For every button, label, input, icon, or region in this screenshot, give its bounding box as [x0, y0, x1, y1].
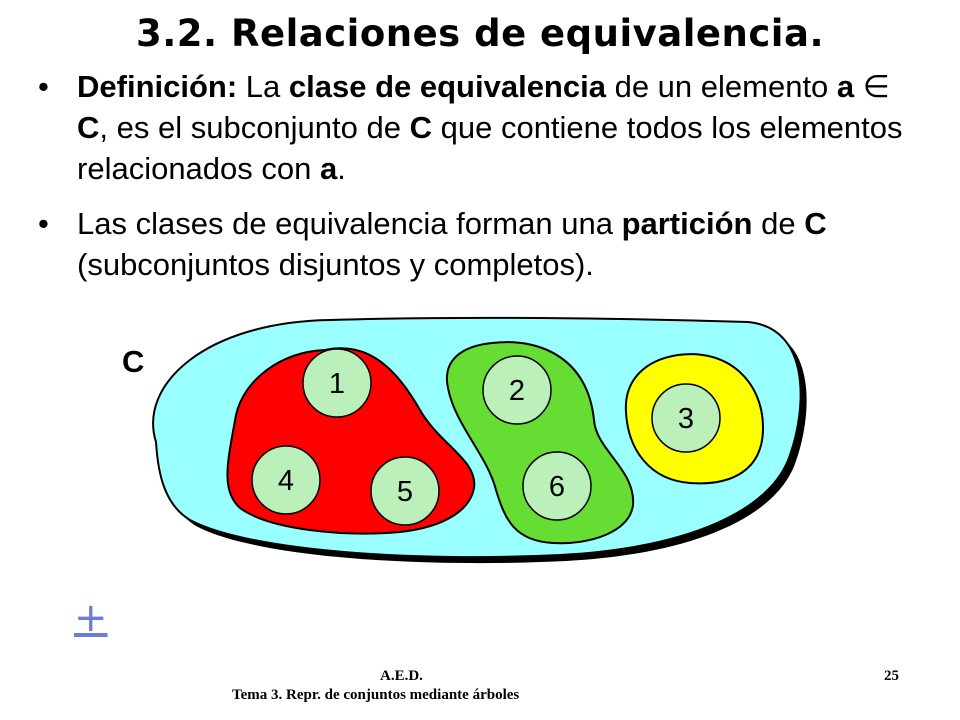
- text-segment: que contiene todos los elementos relacio…: [77, 110, 903, 186]
- text-segment: ∈: [854, 69, 890, 104]
- text-segment: C: [804, 206, 827, 241]
- bullet-list: • Definición: La clase de equivalencia d…: [32, 66, 912, 299]
- text-segment: La: [237, 69, 289, 104]
- node-5: 5: [370, 456, 440, 526]
- node-label: 4: [278, 465, 294, 497]
- node-1: 1: [302, 348, 372, 418]
- node-label: 5: [397, 476, 413, 508]
- node-4: 4: [251, 445, 321, 515]
- text-segment: , es el subconjunto de: [99, 110, 410, 145]
- text-segment: (subconjuntos disjuntos y completos).: [77, 247, 594, 282]
- bullet-partition: • Las clases de equivalencia forman una …: [32, 203, 912, 285]
- page-number: 25: [884, 668, 899, 684]
- text-segment: clase de equivalencia: [288, 69, 606, 104]
- text-segment: partición: [621, 206, 753, 241]
- text-segment: Las clases de equivalencia forman una: [77, 206, 622, 241]
- text-segment: a: [320, 151, 338, 186]
- text-segment: de: [752, 206, 805, 241]
- bullet-marker: •: [38, 69, 49, 104]
- bullet-definition: • Definición: La clase de equivalencia d…: [32, 66, 912, 189]
- node-2: 2: [482, 355, 552, 425]
- bullet-marker: •: [38, 206, 49, 241]
- node-label: 1: [329, 368, 345, 400]
- slide-title: 3.2. Relaciones de equivalencia.: [136, 12, 824, 55]
- text-segment: .: [337, 151, 346, 186]
- text-segment: C: [409, 110, 432, 145]
- text-segment: Definición:: [77, 69, 238, 104]
- footer-subtitle: Tema 3. Repr. de conjuntos mediante árbo…: [232, 687, 520, 703]
- node-6: 6: [522, 451, 592, 521]
- bullet-text: Definición: La clase de equivalencia de …: [77, 69, 902, 186]
- node-3: 3: [651, 383, 721, 453]
- bullet-text: Las clases de equivalencia forman una pa…: [77, 206, 827, 282]
- text-segment: a: [836, 69, 855, 104]
- text-segment: de un elemento: [605, 69, 837, 104]
- node-label: 2: [509, 375, 525, 407]
- footer-course: A.E.D.: [380, 668, 423, 684]
- node-label: 3: [678, 403, 694, 435]
- set-c-label: C: [122, 344, 144, 379]
- action-link-plus[interactable]: +: [74, 595, 108, 641]
- node-label: 6: [549, 471, 565, 503]
- text-segment: C: [77, 110, 100, 145]
